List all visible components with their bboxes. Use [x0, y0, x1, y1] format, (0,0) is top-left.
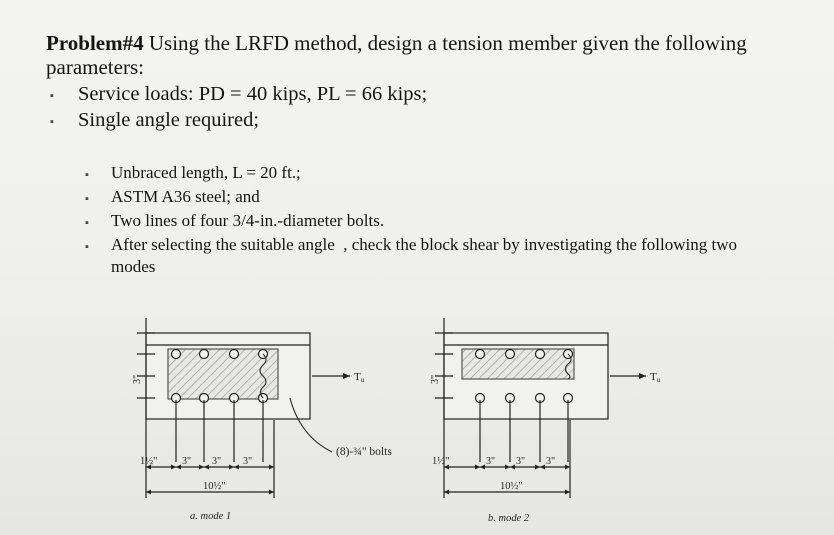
bullet-icon: ▪ [85, 217, 89, 229]
bolts-callout: (8)-¾" bolts [336, 446, 392, 458]
secondary-bullet-list: ▪ Unbraced length, L = 20 ft.; ▪ ASTM A36 … [85, 162, 785, 278]
list-item: ▪ Two lines of four 3/4-in.-diameter bolt… [85, 210, 785, 234]
bolt-row-bottom [474, 392, 574, 404]
total-length-label: 10½" [500, 481, 523, 492]
gage-label-mode-1: 3" [132, 375, 143, 384]
bolt-row-top [170, 348, 269, 360]
bullet-text: Service loads: PD = 40 kips, PL = 66 kip… [78, 83, 428, 105]
bullet-text: After selecting the suitable angle , che… [111, 235, 737, 276]
problem-intro: Using the LRFD method, design a tension … [143, 31, 747, 55]
list-item: ▪ Single angle required; [50, 108, 427, 134]
bullet-text: ASTM A36 steel; and [111, 187, 260, 206]
bullet-text: Single angle required; [78, 109, 260, 131]
gage-label-mode-2: 3" [430, 375, 441, 384]
spacing-label: 3" [243, 456, 252, 467]
total-length-label: 10½" [203, 481, 226, 492]
spacing-label: 3" [182, 456, 191, 467]
bullet-icon: ▪ [50, 116, 54, 128]
force-label-mode-1: Tu [354, 371, 365, 384]
spacing-label: 3" [546, 456, 555, 467]
bullet-text: Two lines of four 3/4-in.-diameter bolts… [111, 211, 385, 230]
edge-distance-label: 1½" [432, 456, 449, 467]
mode-2-diagram [435, 318, 646, 498]
problem-intro-continued: parameters: [46, 55, 144, 79]
primary-bullet-list: ▪ Service loads: PD = 40 kips, PL = 66 ki… [50, 82, 427, 134]
mode-1-caption: a. mode 1 [190, 511, 231, 522]
problem-heading: Problem#4 Using the LRFD method, design … [46, 30, 747, 56]
force-symbol: T [354, 371, 361, 383]
spacing-label: 3" [516, 456, 525, 467]
force-subscript: u [361, 376, 365, 384]
bullet-icon: ▪ [85, 169, 89, 181]
spacing-label: 3" [212, 456, 221, 467]
force-subscript: u [657, 376, 661, 384]
bullet-icon: ▪ [85, 193, 89, 205]
force-label-mode-2: Tu [650, 371, 661, 384]
list-item: ▪ Service loads: PD = 40 kips, PL = 66 ki… [50, 82, 427, 108]
bullet-icon: ▪ [85, 241, 89, 253]
mode-2-caption: b. mode 2 [488, 513, 530, 524]
spacing-label: 3" [486, 456, 495, 467]
bullet-icon: ▪ [50, 90, 54, 102]
mode-1-diagram [137, 318, 350, 498]
edge-distance-label: 1½" [140, 456, 157, 467]
list-item: ▪ Unbraced length, L = 20 ft.; [85, 162, 785, 186]
force-symbol: T [650, 371, 657, 383]
problem-label: Problem#4 [46, 31, 144, 55]
bullet-text: Unbraced length, L = 20 ft.; [111, 163, 301, 182]
list-item: ▪ ASTM A36 steel; and [85, 186, 785, 210]
list-item: ▪ After selecting the suitable angle , ch… [85, 234, 785, 278]
